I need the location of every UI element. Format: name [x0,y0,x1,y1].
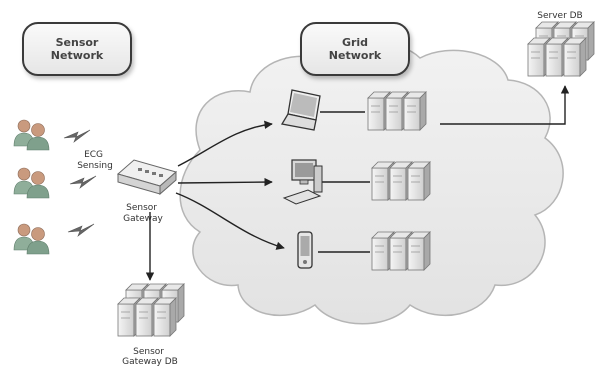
desktop-computer-icon [282,159,323,205]
person-group-icon [13,167,50,199]
server-db-label: Server DB [537,11,582,21]
lightning-signal-icon [69,175,97,189]
laptop-icon [280,89,321,131]
ecg-sensing-label: ECG Sensing [77,150,113,171]
sensor-gateway-line-2: Gateway [123,214,163,224]
mobile-phone-icon [297,231,313,269]
lightning-signal-icon [67,223,95,237]
sensor-gateway-db-icon [117,283,185,337]
grid-network-line-1: Grid [341,36,369,49]
server-cluster-icon [371,161,431,201]
sensor-gateway-db-line-2: Gateway DB [122,357,178,367]
link-gateway-mobile [175,192,285,250]
sensor-network-line-2: Network [50,49,104,62]
sensor-gateway-db-label: Sensor Gateway DB [122,347,178,367]
lightning-signal-icon [63,129,91,143]
sensor-network-line-1: Sensor [55,36,99,49]
sensor-network-badge: Sensor Network [22,22,132,76]
sensor-gateway-db-line-1: Sensor [133,347,164,357]
server-cluster-icon [371,231,431,271]
sensor-gateway-label: Sensor Gateway [123,203,163,224]
link-grid-serverdb [440,85,570,125]
person-group-icon [13,119,50,151]
person-group-icon [13,223,50,255]
ecg-sensing-line-1: ECG [84,150,103,160]
grid-network-badge: Grid Network [300,22,410,76]
server-db-icon [527,21,595,77]
link-gateway-desktop [177,177,273,187]
network-switch-icon [116,159,178,196]
sensor-gateway-line-1: Sensor [126,203,157,213]
grid-network-line-2: Network [328,49,382,62]
link-gateway-laptop [177,120,273,167]
ecg-sensing-line-2: Sensing [77,161,113,171]
server-cluster-icon [367,91,427,131]
